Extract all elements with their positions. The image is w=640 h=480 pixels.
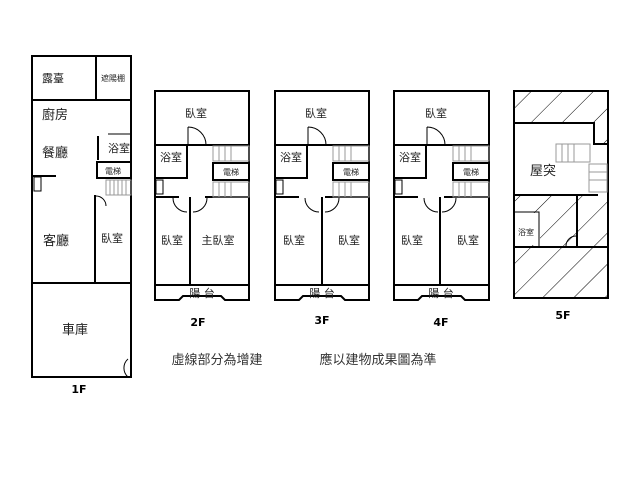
- room-bath: 浴室: [108, 141, 130, 155]
- room-roof-structure: 屋突: [530, 163, 556, 179]
- floor-label: 5F: [555, 309, 570, 322]
- floor-label: 4F: [433, 316, 448, 329]
- floor-label: 2F: [190, 316, 205, 329]
- floor-2f: 臥室 浴室 電梯 臥室 主臥室 陽 台 2F: [154, 90, 250, 329]
- room-master-bedroom: 主臥室: [202, 233, 235, 247]
- room-balcony: 陽 台: [189, 286, 215, 300]
- room-bedroom: 臥室: [101, 231, 123, 245]
- room-elevator: 電梯: [343, 167, 359, 177]
- room-bedroom-top: 臥室: [305, 106, 327, 120]
- room-bath: 浴室: [399, 150, 421, 164]
- room-bath: 浴室: [518, 227, 534, 237]
- room-bedroom-top: 臥室: [425, 106, 447, 120]
- room-bedroom: 臥室: [283, 233, 305, 247]
- note-disclaimer: 應以建物成果圖為準: [319, 352, 436, 368]
- room-balcony: 陽 台: [309, 286, 335, 300]
- floor-3f: 臥室 浴室 電梯 臥室 臥室 陽 台 3F: [274, 90, 370, 327]
- room-dining: 餐廳: [42, 145, 68, 161]
- room-terrace: 露臺: [42, 71, 64, 85]
- room-balcony: 陽 台: [428, 286, 454, 300]
- room-bedroom: 臥室: [161, 233, 183, 247]
- note-extension: 虛線部分為增建: [171, 352, 262, 368]
- room-bedroom-top: 臥室: [185, 106, 207, 120]
- room-elevator: 電梯: [105, 166, 121, 176]
- room-kitchen: 廚房: [42, 107, 68, 123]
- room-elevator: 電梯: [223, 167, 239, 177]
- floor-5f: 屋突 浴室 5F: [513, 90, 609, 322]
- room-awning: 遮陽棚: [101, 73, 125, 83]
- room-elevator: 電梯: [463, 167, 479, 177]
- room-bath: 浴室: [280, 150, 302, 164]
- room-bedroom-2: 臥室: [457, 233, 479, 247]
- room-bedroom: 臥室: [401, 233, 423, 247]
- room-living: 客廳: [43, 233, 69, 249]
- floor-label: 1F: [71, 383, 86, 396]
- room-bedroom-2: 臥室: [338, 233, 360, 247]
- floor-label: 3F: [314, 314, 329, 327]
- floor-4f: 臥室 浴室 電梯 臥室 臥室 陽 台 4F: [393, 90, 490, 329]
- room-bath: 浴室: [160, 150, 182, 164]
- room-garage: 車庫: [62, 323, 88, 338]
- floor-1f: 露臺 遮陽棚 廚房 餐廳 浴室 電梯 客廳 臥室 車庫 1F: [31, 55, 132, 396]
